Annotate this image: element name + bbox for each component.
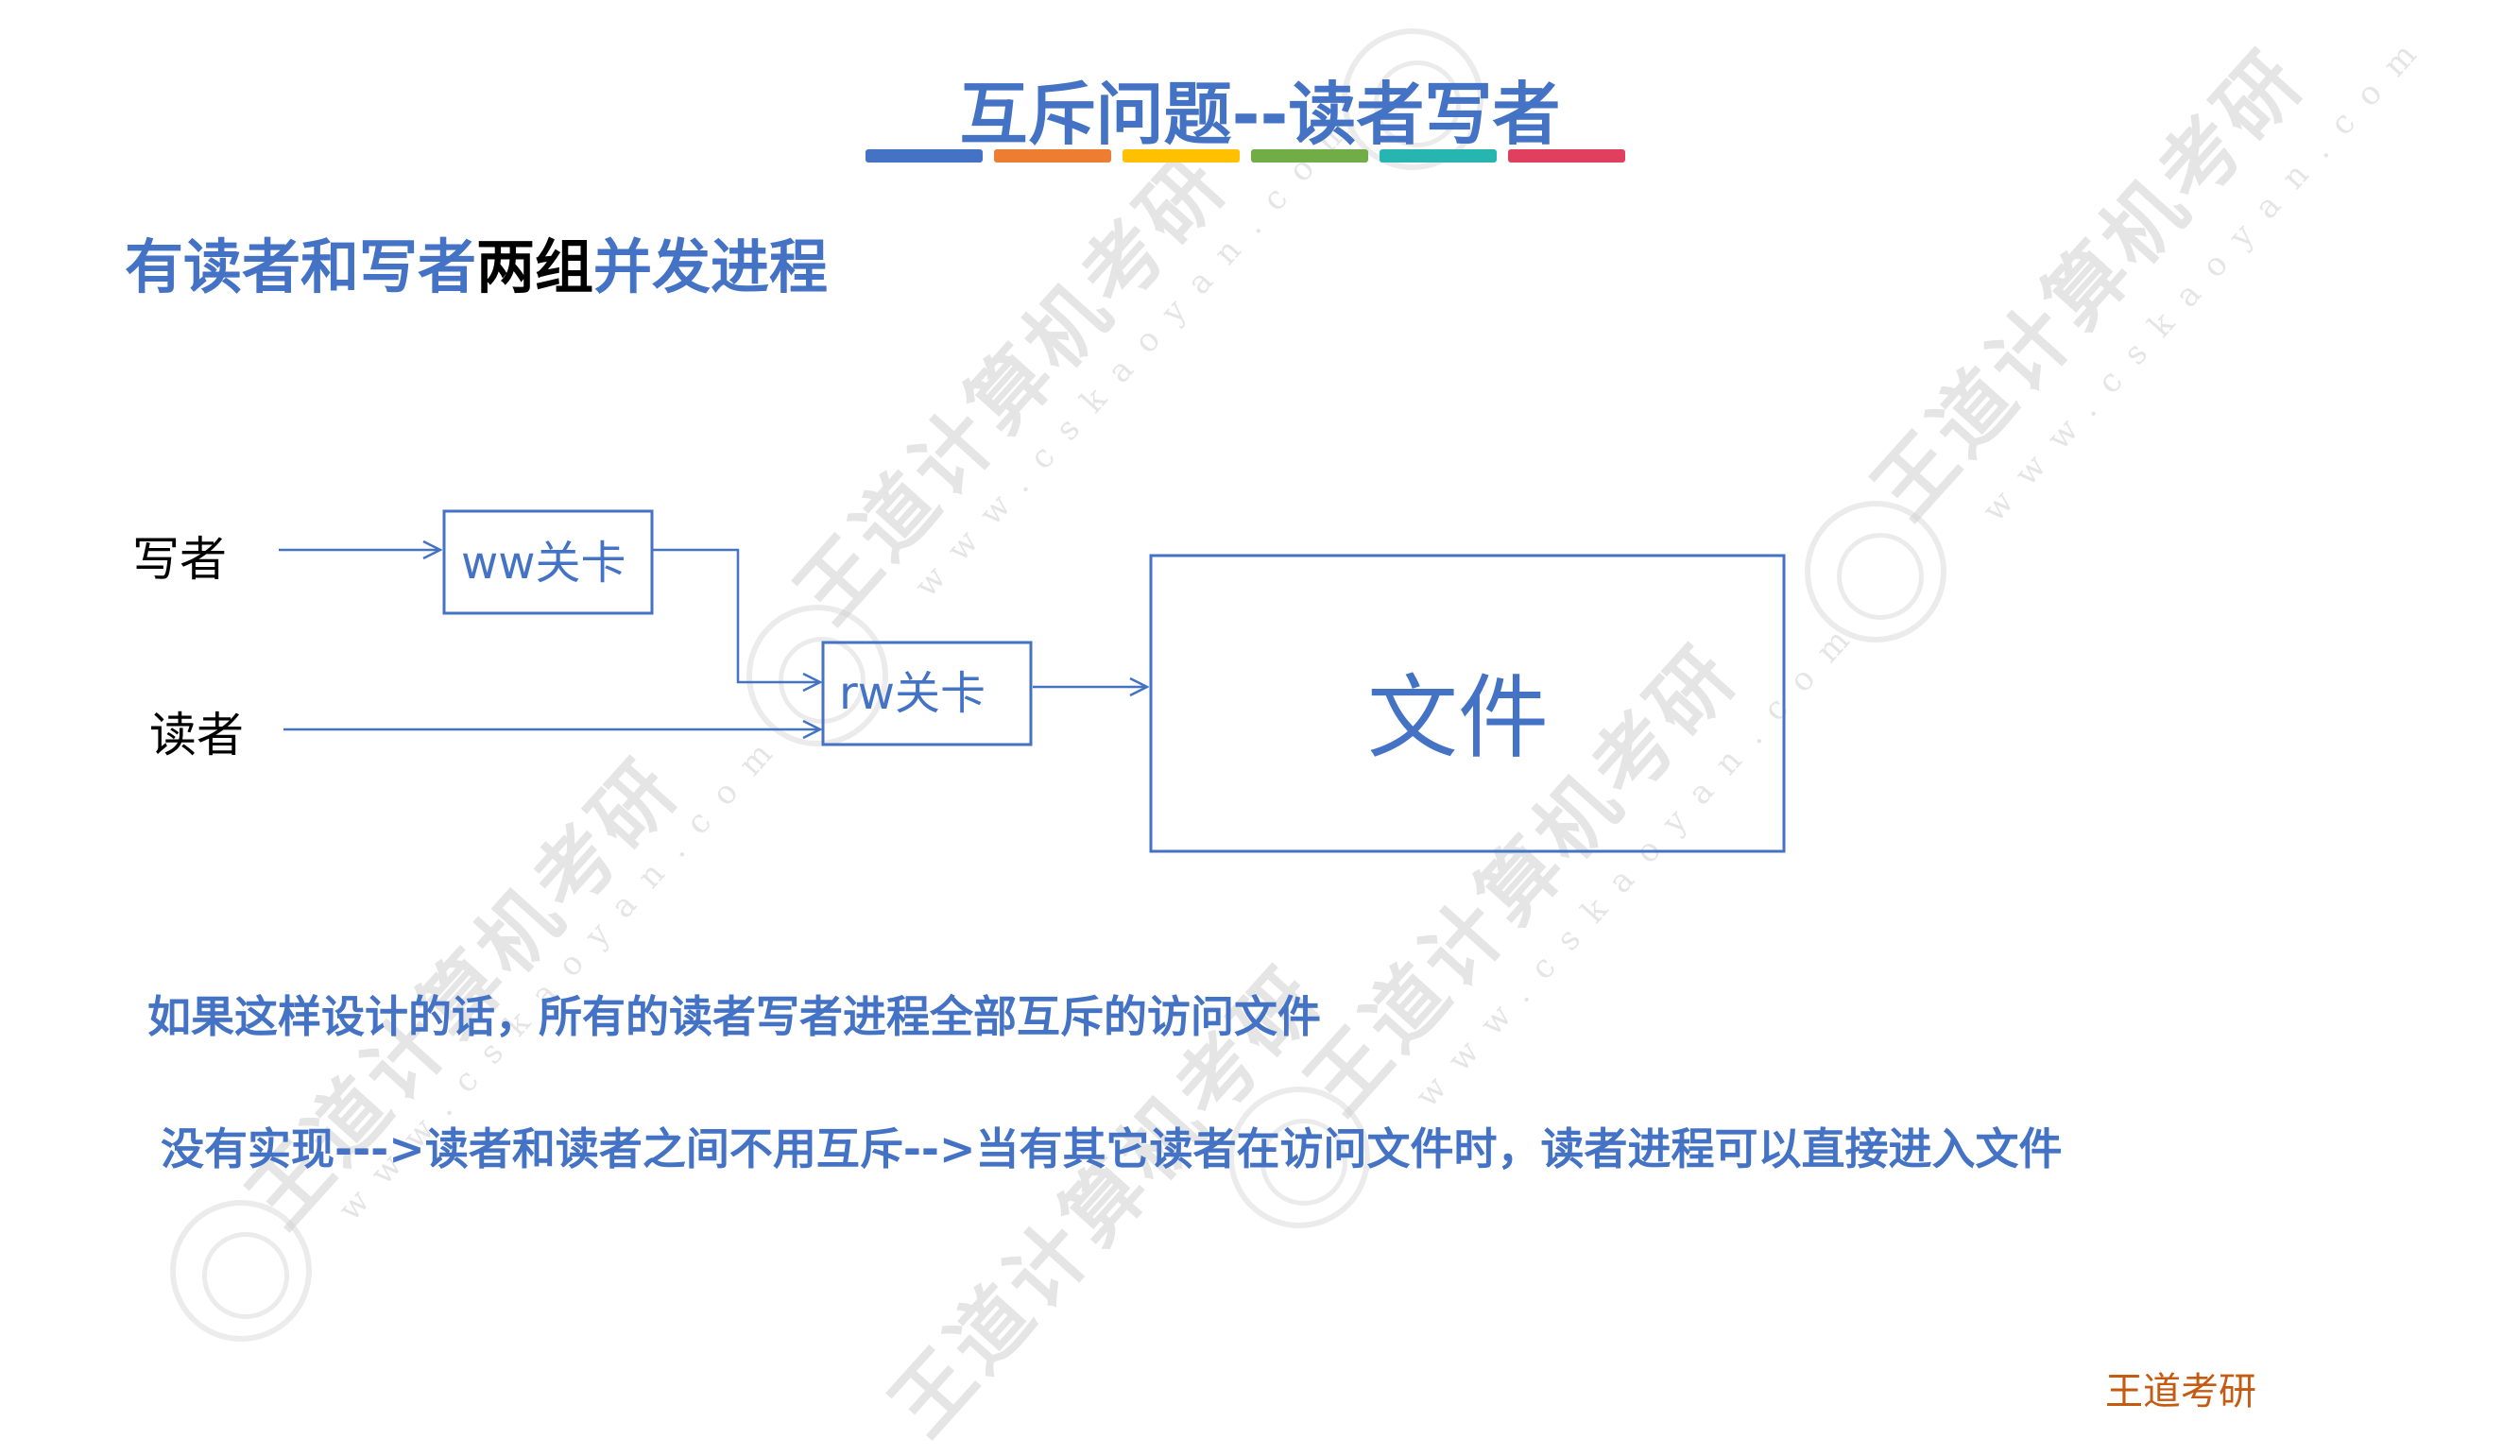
slide-title: 互斥问题--读者写者 — [959, 75, 1561, 154]
title-color-bar — [1251, 149, 1368, 163]
title-color-bar — [1123, 149, 1240, 163]
ww-gate-label: ww关卡 — [461, 537, 626, 590]
reader-label: 读者 — [149, 708, 244, 762]
slide-subtitle: 有读者和写者两组并发进程 — [125, 219, 828, 304]
subtitle-part1: 有读者和写者 — [125, 232, 477, 301]
subtitle-highlight: 两组 — [476, 232, 594, 301]
description-1: 如果这样设计的话，所有的读者写者进程全部互斥的访问文件 — [147, 991, 1321, 1042]
description-2: 没有实现--->读者和读者之间不用互斥-->当有其它读者在访问文件时，读者进程可… — [161, 1123, 2063, 1174]
file-label: 文件 — [1367, 665, 1549, 771]
rw-gate-box — [821, 641, 1033, 746]
rw-gate-label: rw关卡 — [839, 667, 986, 720]
ww-gate-box — [442, 509, 654, 615]
title-color-bar — [1380, 149, 1497, 163]
ww-to-rw-connector — [652, 548, 820, 682]
reader-writer-diagram — [279, 509, 1786, 853]
title-color-bar — [994, 149, 1111, 163]
title-color-bar — [1508, 149, 1625, 163]
file-box — [1149, 554, 1786, 853]
title-color-bars — [866, 149, 1625, 163]
subtitle-part3: 并发进程 — [593, 232, 829, 301]
title-color-bar — [866, 149, 983, 163]
brand-label: 王道考研 — [2105, 1370, 2256, 1413]
writer-label: 写者 — [132, 532, 227, 587]
